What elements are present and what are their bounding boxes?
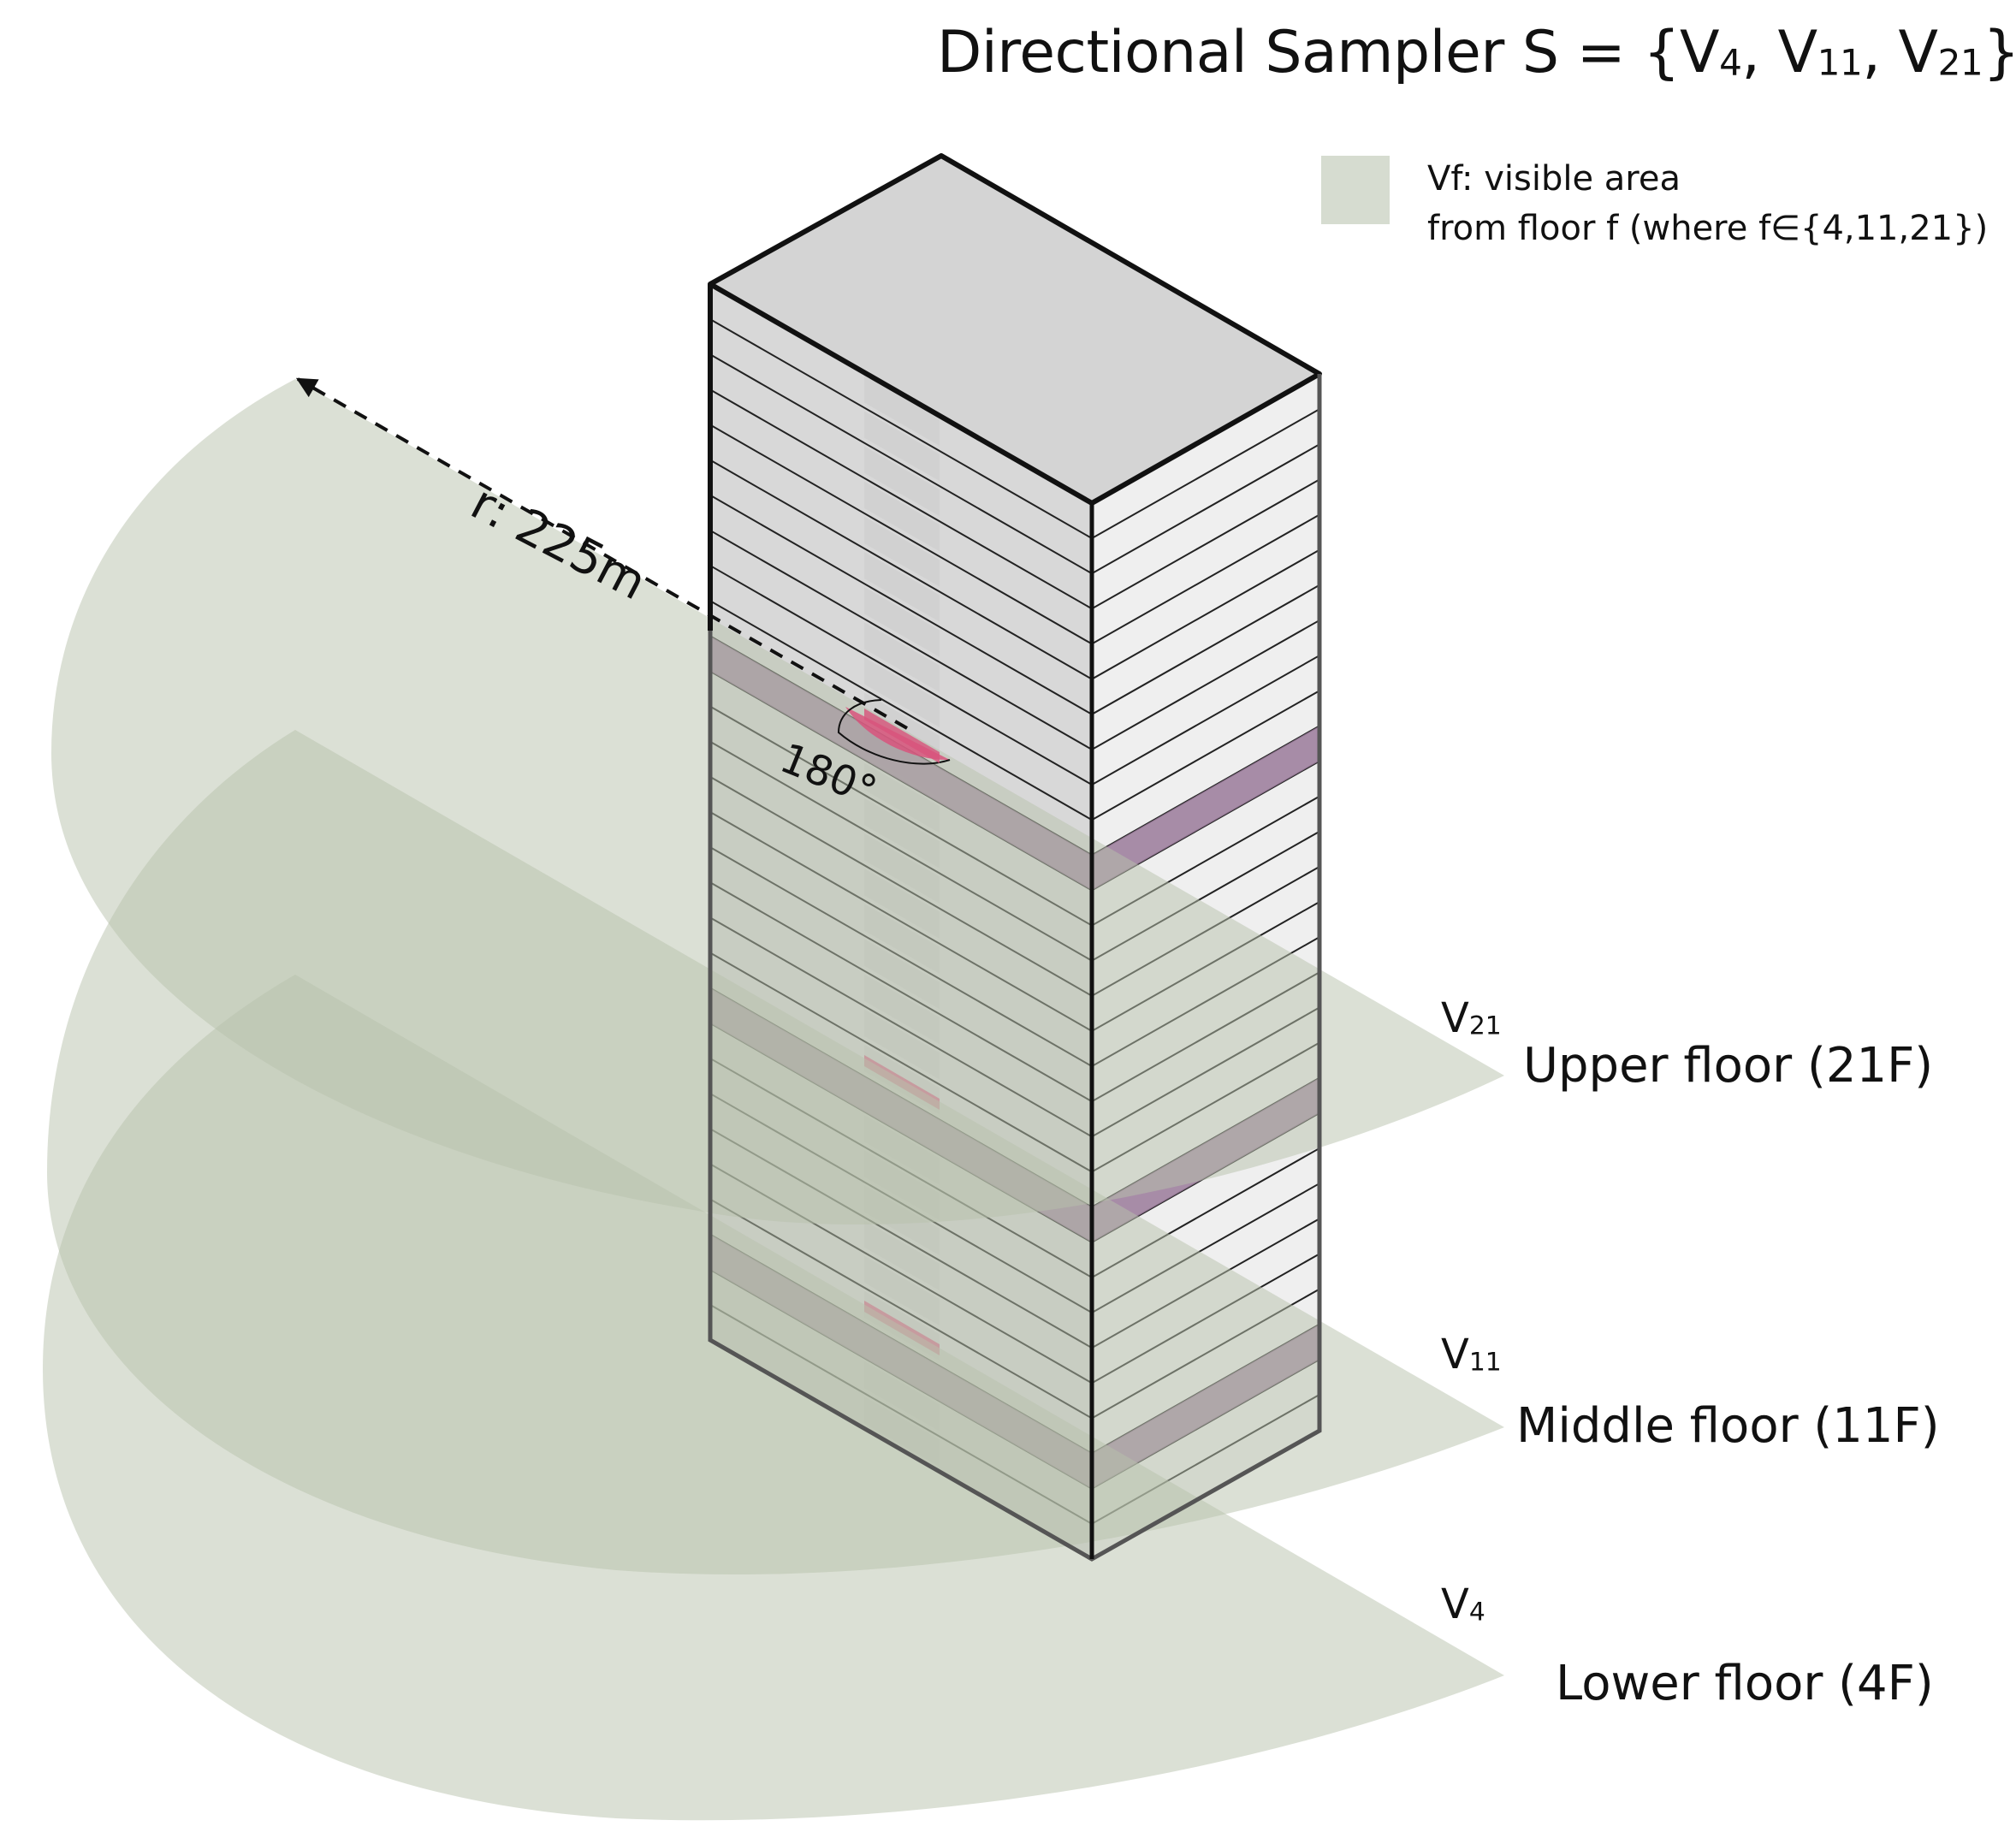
v21-label: V21 — [1441, 994, 1502, 1042]
v4-label: V4 — [1441, 1580, 1485, 1628]
window-cell — [864, 446, 940, 517]
upper-floor-label: Upper floor (21F) — [1523, 1038, 1934, 1094]
sampler-half-disc-outline — [837, 699, 951, 765]
window-cell — [864, 587, 940, 657]
window-cell — [864, 516, 940, 587]
floor-band-21f — [710, 636, 1319, 891]
sampler-mark-21f — [864, 709, 940, 763]
window-cell — [864, 657, 940, 728]
legend-line-2: from floor f (where f∈{4,11,21}) — [1427, 209, 1989, 248]
window-cell — [864, 622, 940, 692]
middle-floor-label: Middle floor (11F) — [1516, 1398, 1940, 1454]
window-cell — [864, 411, 940, 482]
v11-label: V11 — [1441, 1331, 1502, 1378]
legend-line-1: Vf: visible area — [1427, 159, 1681, 199]
legend-swatch — [1321, 156, 1390, 224]
window-cell — [864, 551, 940, 622]
visible-area-4f — [43, 975, 1504, 1821]
window-cell — [864, 481, 940, 552]
radius-arrow — [295, 377, 908, 730]
window-cell — [864, 376, 940, 446]
legend-text: Vf: visible area from floor f (where f∈{… — [1427, 154, 1988, 253]
lower-floor-label: Lower floor (4F) — [1556, 1656, 1934, 1711]
diagram-title: Directional Sampler S = {V4, V11, V21} — [937, 19, 2016, 86]
